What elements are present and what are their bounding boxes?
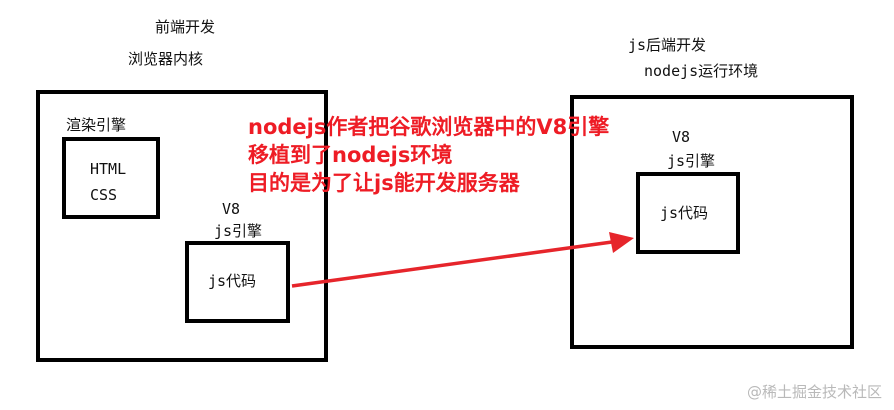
annotation-line-1: nodejs作者把谷歌浏览器中的V8引擎 (248, 115, 610, 139)
browser-kernel-title: 浏览器内核 (128, 50, 204, 68)
backend-title: js后端开发 (628, 36, 707, 54)
left-js-code-box (185, 241, 290, 323)
nodejs-runtime-box (570, 95, 854, 349)
right-js-code-label: js代码 (660, 204, 709, 222)
right-v8-label: V8 (672, 128, 691, 146)
annotation-note: nodejs作者把谷歌浏览器中的V8引擎 移植到了nodejs环境 目的是为了让… (248, 113, 609, 197)
right-js-engine-label: js引擎 (667, 152, 716, 170)
render-engine-label: 渲染引擎 (66, 116, 127, 134)
annotation-line-2: 移植到了nodejs环境 (248, 143, 453, 167)
left-js-engine-label: js引擎 (214, 222, 263, 240)
annotation-line-3: 目的是为了让js能开发服务器 (248, 171, 520, 195)
left-v8-label: V8 (222, 200, 241, 218)
html-label: HTML (90, 160, 127, 178)
watermark: @稀土掘金技术社区 (746, 383, 882, 401)
browser-kernel-box (36, 90, 328, 362)
arrow-shaft (291, 240, 613, 288)
frontend-title: 前端开发 (155, 18, 216, 36)
left-js-code-label: js代码 (208, 272, 257, 290)
css-label: CSS (90, 186, 118, 204)
render-engine-box (62, 137, 160, 219)
right-js-code-box (636, 172, 740, 254)
arrow-head (609, 232, 634, 253)
nodejs-env-title: nodejs运行环境 (644, 62, 759, 80)
